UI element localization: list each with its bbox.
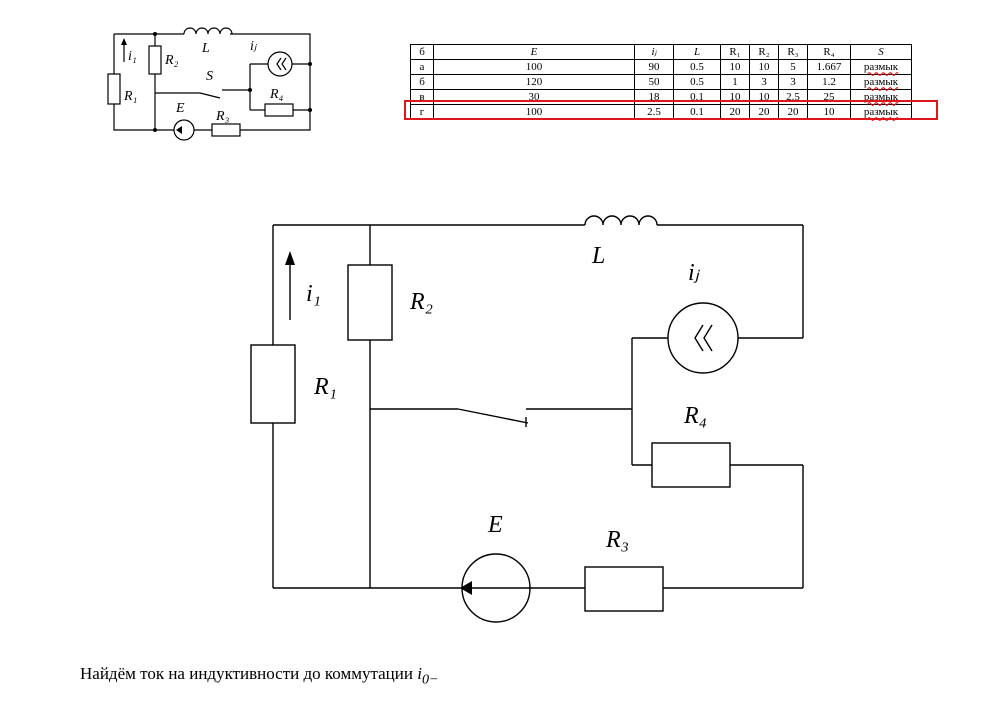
table-row: г 100 2.5 0.1 20 20 20 10 размык <box>410 104 912 120</box>
label-S: S <box>206 69 213 84</box>
caption-body: Найдём ток на индуктивности до коммутаци… <box>80 664 418 683</box>
header-E: E <box>433 44 635 60</box>
cell-R2: 10 <box>749 59 779 75</box>
cell-L: 0.5 <box>673 74 721 90</box>
header-L: L <box>673 44 721 60</box>
header-S: S <box>850 44 912 60</box>
large-circuit-diagram: L iⱼ i₁ R₂ R₁ R₄ E R₃ <box>250 215 804 623</box>
big-label-R2: R₂ <box>409 289 433 315</box>
caption-math: i0− <box>417 664 438 687</box>
cell-R3: 3 <box>778 74 808 90</box>
cell-R4: 1.667 <box>807 59 851 75</box>
label-R1: R₁ <box>123 89 137 104</box>
cell-R1: 10 <box>720 59 750 75</box>
caption-math-sub: 0− <box>421 671 439 688</box>
big-label-R3: R₃ <box>605 527 629 553</box>
cell-R1: 1 <box>720 74 750 90</box>
cell-S: размык <box>850 74 912 90</box>
cell-R2: 3 <box>749 74 779 90</box>
cell-L: 0.5 <box>673 59 721 75</box>
big-label-E: E <box>487 512 503 538</box>
header-R3: R₃ <box>778 44 808 60</box>
big-label-L: L <box>591 243 605 269</box>
big-label-iJ: iⱼ <box>688 260 701 286</box>
cell-E: 100 <box>433 59 635 75</box>
table-row: а 100 90 0.5 10 10 5 1.667 размык <box>410 59 912 75</box>
small-circuit-diagram: i₁ R₂ L iⱼ S R₁ E R₄ R₃ <box>107 27 312 141</box>
cell-iJ: 90 <box>634 59 674 75</box>
cell-variant: б <box>410 74 434 90</box>
cell-R4: 1.2 <box>807 74 851 90</box>
label-R2: R₂ <box>164 53 179 68</box>
header-variant: б <box>410 44 434 60</box>
highlight-box <box>404 100 938 120</box>
big-label-R1: R₁ <box>313 374 337 400</box>
label-iJ: iⱼ <box>250 39 258 54</box>
label-R4: R₄ <box>269 87 284 102</box>
header-R1: R₁ <box>720 44 750 60</box>
cell-iJ: 50 <box>634 74 674 90</box>
cell-variant: а <box>410 59 434 75</box>
label-R3: R₃ <box>215 109 230 124</box>
header-R4: R₄ <box>807 44 851 60</box>
cell-E: 120 <box>433 74 635 90</box>
cell-S: размык <box>850 59 912 75</box>
parameters-table: б E iⱼ L R₁ R₂ R₃ R₄ S а 100 90 0.5 10 1… <box>410 44 912 120</box>
label-L: L <box>201 41 210 56</box>
big-label-i1: i₁ <box>306 281 321 307</box>
header-iJ: iⱼ <box>634 44 674 60</box>
cell-R3: 5 <box>778 59 808 75</box>
table-header-row: б E iⱼ L R₁ R₂ R₃ R₄ S <box>410 44 912 60</box>
big-label-R4: R₄ <box>683 403 707 429</box>
header-R2: R₂ <box>749 44 779 60</box>
label-i1: i₁ <box>128 49 137 64</box>
table-row: б 120 50 0.5 1 3 3 1.2 размык <box>410 74 912 90</box>
label-E: E <box>175 101 185 116</box>
caption-math-var: i <box>417 664 422 683</box>
caption-text: Найдём ток на индуктивности до коммутаци… <box>80 664 439 688</box>
